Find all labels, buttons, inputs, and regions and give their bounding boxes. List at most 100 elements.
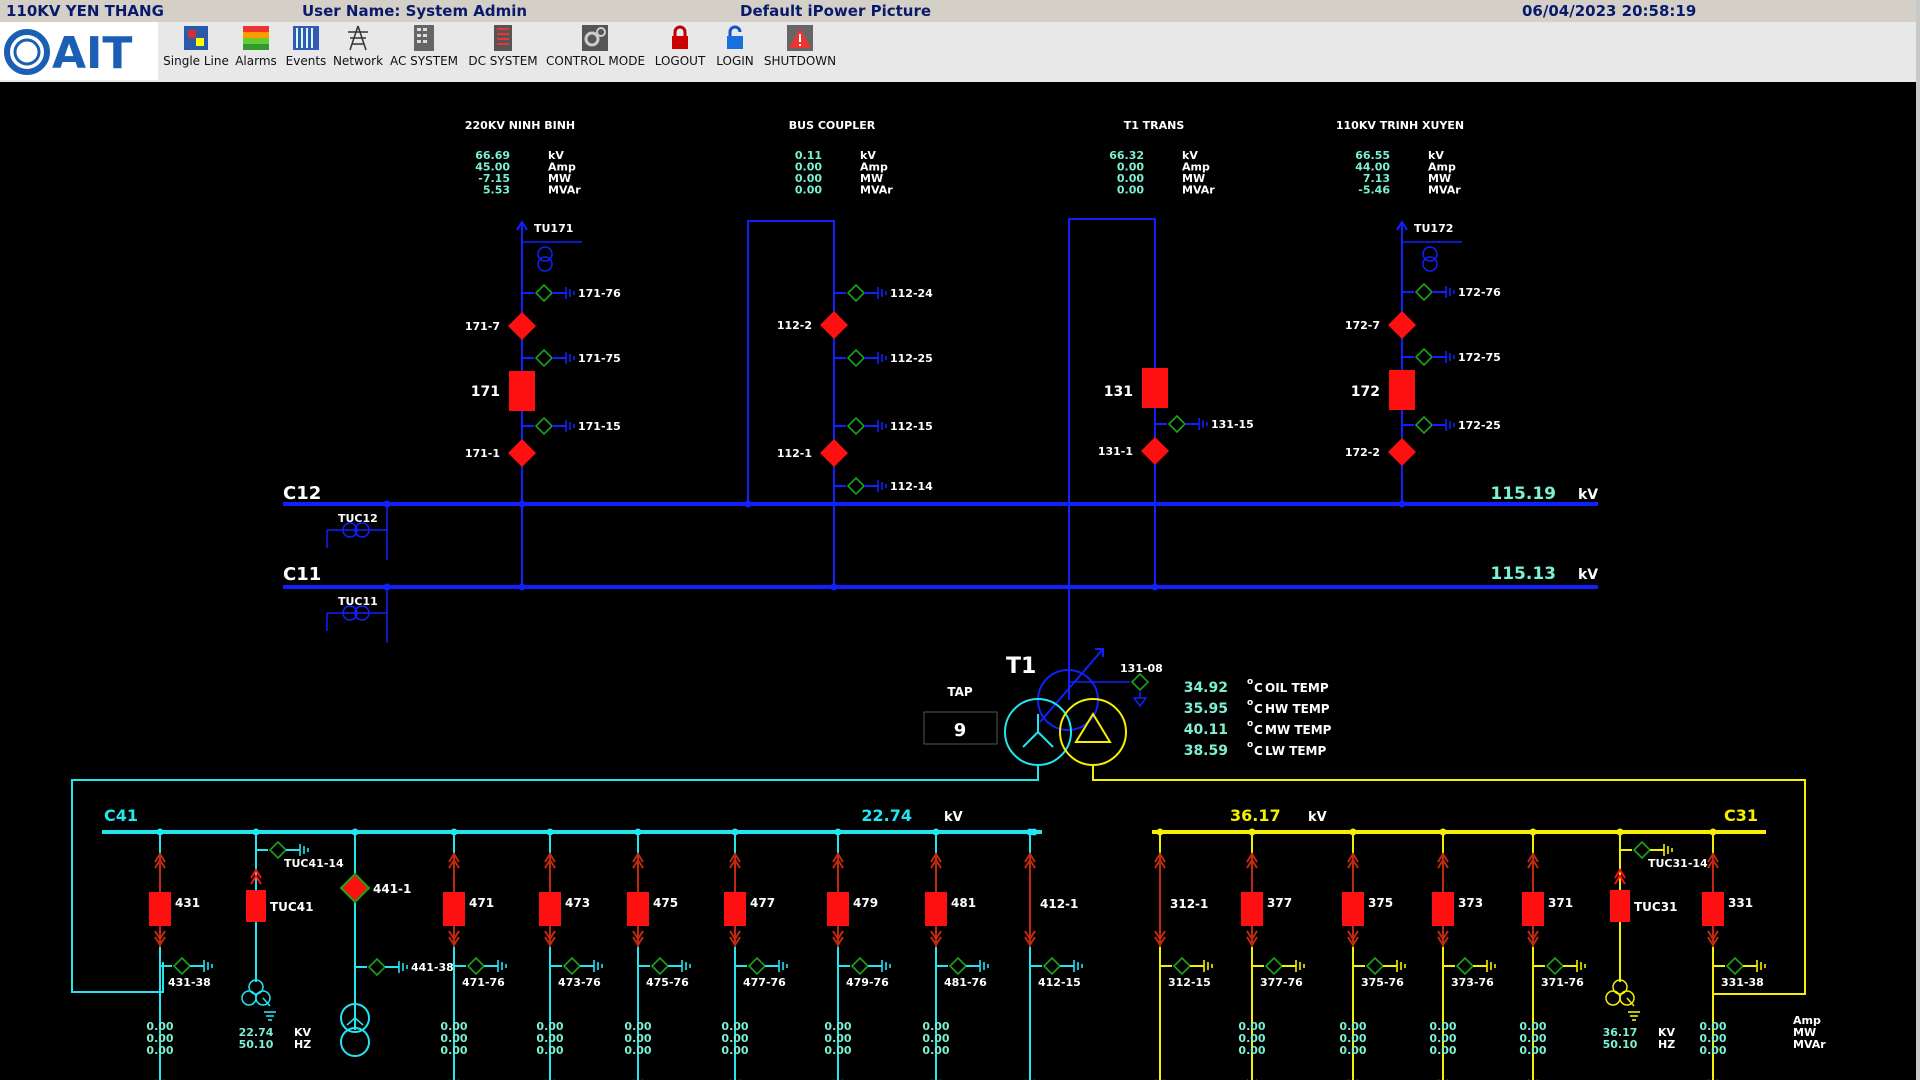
earth-switch-331[interactable] — [1726, 957, 1744, 975]
breaker-375[interactable] — [1342, 892, 1364, 926]
feeder-unit: KV — [1658, 1026, 1676, 1039]
earth-switch-172-25[interactable] — [1415, 416, 1433, 434]
breaker-477[interactable] — [724, 892, 746, 926]
earth-switch-471[interactable] — [467, 957, 485, 975]
shutdown-button[interactable]: SHUTDOWN — [762, 22, 838, 78]
feeder-label: 473 — [565, 896, 590, 910]
breaker-tuc41[interactable] — [246, 890, 266, 922]
disconnector-172-2[interactable] — [1388, 438, 1416, 466]
ground-icon — [877, 419, 887, 433]
earth-switch-481[interactable] — [949, 957, 967, 975]
breaker-431[interactable] — [149, 892, 171, 926]
control-mode-button[interactable]: CONTROL MODE — [546, 22, 645, 78]
dc-system-button[interactable]: DC SYSTEM — [466, 22, 540, 78]
earth-switch-412[interactable] — [1043, 957, 1061, 975]
logout-button[interactable]: LOGOUT — [650, 22, 710, 78]
disconnector-171-7[interactable] — [508, 312, 536, 340]
earth-switch-tuc41[interactable] — [269, 841, 287, 859]
breaker-131[interactable] — [1142, 368, 1168, 408]
ground-icon — [1203, 959, 1213, 973]
switch-label: 171-1 — [465, 447, 500, 460]
vt-label: TUC11 — [338, 595, 378, 608]
earth-switch-475[interactable] — [651, 957, 669, 975]
disconnector-131-1[interactable] — [1141, 437, 1169, 465]
earth-switch-171-15[interactable] — [535, 417, 553, 435]
earth-switch-112-14[interactable] — [847, 477, 865, 495]
earth-switch-373[interactable] — [1456, 957, 1474, 975]
earth-switch-312[interactable] — [1173, 957, 1191, 975]
bay-unit: kV — [1182, 149, 1198, 162]
switch-label: 371-76 — [1541, 976, 1584, 989]
earth-switch-112-24[interactable] — [847, 284, 865, 302]
earth-switch-371[interactable] — [1546, 957, 1564, 975]
single-line-icon — [184, 26, 208, 50]
alarms-button[interactable]: Alarms — [232, 22, 280, 78]
breaker-tuc31[interactable] — [1610, 890, 1630, 922]
arrow-down-icon — [544, 930, 556, 941]
feeder-value: 0.00 — [624, 1044, 651, 1057]
arrow-down-icon — [1246, 930, 1258, 941]
breaker-172[interactable] — [1389, 370, 1415, 410]
events-button[interactable]: Events — [282, 22, 330, 78]
earth-switch-112-15[interactable] — [847, 417, 865, 435]
arrow-up-icon — [632, 852, 644, 863]
arrow-down-icon — [1024, 936, 1036, 947]
disconnector-171-1[interactable] — [508, 439, 536, 467]
breaker-171[interactable] — [509, 371, 535, 411]
breaker-481[interactable] — [925, 892, 947, 926]
earth-switch-112-25[interactable] — [847, 349, 865, 367]
ground-icon — [1198, 417, 1208, 431]
switch-label: 172-75 — [1458, 351, 1501, 364]
disconnector-441-1[interactable] — [339, 872, 371, 904]
earth-switch-131-08[interactable] — [1131, 673, 1149, 691]
earth-switch-477[interactable] — [748, 957, 766, 975]
arrow-up-icon — [729, 852, 741, 863]
ground-icon — [263, 1011, 277, 1021]
ground-icon — [565, 419, 575, 433]
arrow-down-icon — [832, 936, 844, 947]
disconnector-172-7[interactable] — [1388, 311, 1416, 339]
earth-switch-tuc31[interactable] — [1633, 841, 1651, 859]
feeder-value: 0.00 — [922, 1020, 949, 1033]
vt-icon — [1612, 979, 1628, 995]
earth-switch-441-38[interactable] — [368, 958, 386, 976]
ac-system-button[interactable]: AC SYSTEM — [388, 22, 460, 78]
arrow-up-icon — [1527, 852, 1539, 863]
ground-icon — [565, 351, 575, 365]
ground-icon — [877, 479, 887, 493]
earth-switch-172-75[interactable] — [1415, 348, 1433, 366]
earth-switch-377[interactable] — [1265, 957, 1283, 975]
feeder-value: 50.10 — [1603, 1038, 1638, 1051]
tap-value: 9 — [954, 720, 967, 741]
disconnector-112-2[interactable] — [820, 311, 848, 339]
breaker-373[interactable] — [1432, 892, 1454, 926]
login-button[interactable]: LOGIN — [712, 22, 758, 78]
breaker-377[interactable] — [1241, 892, 1263, 926]
feeder-value: 0.00 — [536, 1044, 563, 1057]
earth-switch-431[interactable] — [173, 957, 191, 975]
earth-switch-172-76[interactable] — [1415, 283, 1433, 301]
breaker-473[interactable] — [539, 892, 561, 926]
single-line-button[interactable]: Single Line — [162, 22, 230, 78]
earth-switch-131-15[interactable] — [1168, 415, 1186, 433]
feeder-value: 0.00 — [440, 1032, 467, 1045]
breaker-371[interactable] — [1522, 892, 1544, 926]
disconnector-112-1[interactable] — [820, 439, 848, 467]
breaker-475[interactable] — [627, 892, 649, 926]
feeder-value: 0.00 — [1519, 1032, 1546, 1045]
breaker-479[interactable] — [827, 892, 849, 926]
tap-box[interactable] — [923, 711, 998, 745]
ground-icon — [1295, 959, 1305, 973]
arrow-down-icon — [1154, 930, 1166, 941]
earth-switch-479[interactable] — [851, 957, 869, 975]
arrow-up-icon — [1396, 220, 1408, 231]
earth-switch-171-76[interactable] — [535, 284, 553, 302]
earth-switch-473[interactable] — [563, 957, 581, 975]
earth-switch-171-75[interactable] — [535, 349, 553, 367]
network-button[interactable]: Network — [332, 22, 384, 78]
breaker-471[interactable] — [443, 892, 465, 926]
arrow-up-icon — [250, 868, 262, 879]
breaker-331[interactable] — [1702, 892, 1724, 926]
earth-switch-375[interactable] — [1366, 957, 1384, 975]
